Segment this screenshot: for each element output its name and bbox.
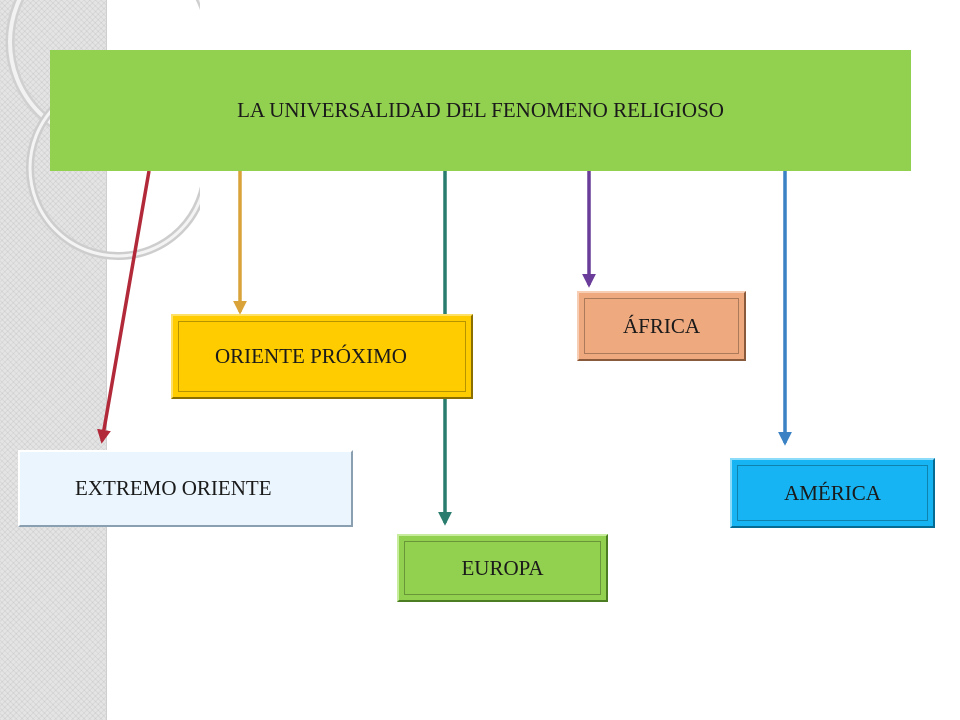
arrow-extremo-oriente	[97, 170, 151, 444]
node-oriente-proximo-label: ORIENTE PRÓXIMO	[215, 344, 407, 368]
node-america-label: AMÉRICA	[784, 480, 881, 505]
node-europa: EUROPA	[397, 534, 608, 602]
node-extremo-oriente: EXTREMO ORIENTE	[18, 450, 353, 527]
node-america: AMÉRICA	[730, 458, 935, 528]
diagram-title: LA UNIVERSALIDAD DEL FENOMENO RELIGIOSO	[237, 98, 724, 122]
node-oriente-proximo: ORIENTE PRÓXIMO	[171, 314, 473, 399]
node-europa-label: EUROPA	[461, 555, 544, 580]
node-extremo-oriente-label: EXTREMO ORIENTE	[75, 476, 272, 500]
diagram-title-box: LA UNIVERSALIDAD DEL FENOMENO RELIGIOSO	[50, 50, 911, 171]
node-africa-label: ÁFRICA	[622, 313, 701, 338]
node-africa: ÁFRICA	[577, 291, 746, 361]
